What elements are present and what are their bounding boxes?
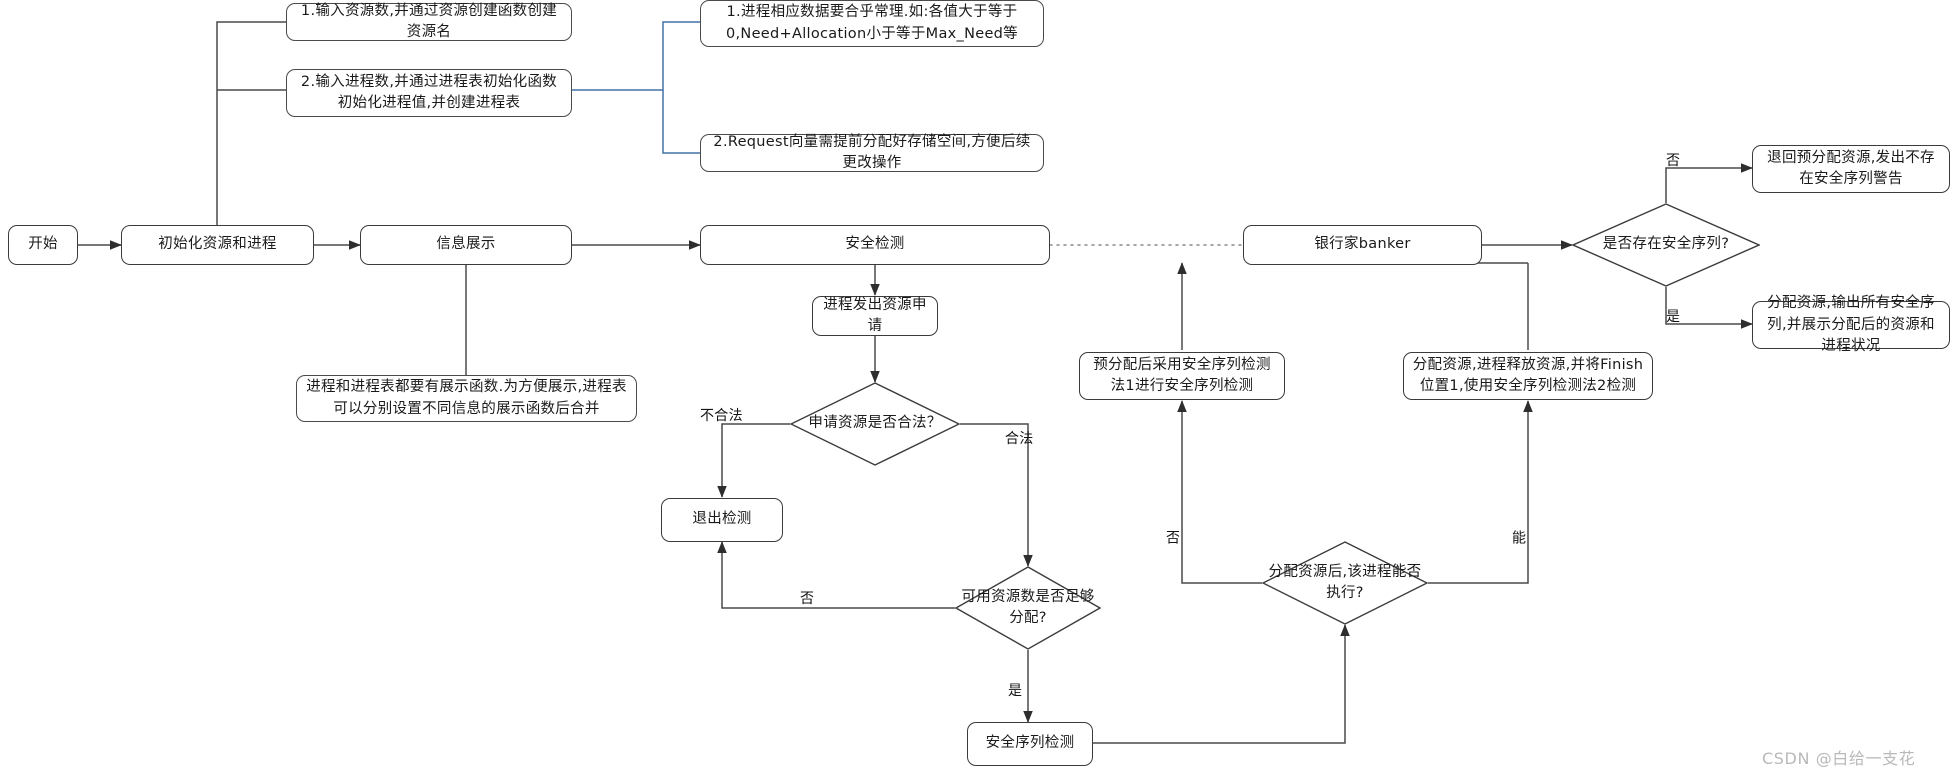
node-alloc-release-method2[interactable]: 分配资源,进程释放资源,并将Finish位置1,使用安全序列检测法2检测 (1403, 352, 1653, 400)
edge-label-not-enough: 否 (800, 591, 815, 607)
node-display-label: 信息展示 (436, 236, 496, 253)
edge-label-no-safe-sequence: 否 (1666, 153, 1681, 169)
node-safe-sequence-check[interactable]: 安全序列检测 (967, 722, 1093, 766)
node-alloc-release-label: 分配资源,进程释放资源,并将Finish位置1,使用安全序列检测法2检测 (1412, 356, 1644, 394)
note-init-input-processes[interactable]: 2.输入进程数,并通过进程表初始化函数初始化进程值,并创建进程表 (286, 69, 572, 117)
note-init-input-resources[interactable]: 1.输入资源数,并通过资源创建函数创建资源名 (286, 3, 572, 41)
edge-label-yes-safe-sequence: 是 (1666, 309, 1681, 325)
decision-enough-resources[interactable]: 可用资源数是否足够分配? (955, 566, 1101, 650)
node-accept-allocate[interactable]: 分配资源,输出所有安全序列,并展示分配后的资源和进程状况 (1752, 295, 1950, 354)
decision-enough-resources-label: 可用资源数是否足够分配? (961, 588, 1095, 626)
node-process-request[interactable]: 进程发出资源申请 (812, 296, 938, 336)
node-request-label: 进程发出资源申请 (823, 296, 927, 334)
note-display-functions[interactable]: 进程和进程表都要有展示函数.为方便展示,进程表可以分别设置不同信息的展示函数后合… (296, 375, 637, 422)
note-proc-1-label: 1.进程相应数据要合乎常理.如:各值大于等于0,Need+Allocation小… (726, 4, 1018, 42)
decision-has-safe-sequence[interactable]: 是否存在安全序列? (1572, 203, 1760, 287)
decision-has-safe-sequence-label: 是否存在安全序列? (1602, 236, 1730, 253)
note-request-vector-prealloc[interactable]: 2.Request向量需提前分配好存储空间,方便后续更改操作 (700, 134, 1044, 172)
node-banker[interactable]: 银行家banker (1243, 225, 1482, 265)
note-display-label: 进程和进程表都要有展示函数.为方便展示,进程表可以分别设置不同信息的展示函数后合… (306, 379, 627, 417)
node-reject-warning[interactable]: 退回预分配资源,发出不存在安全序列警告 (1752, 145, 1950, 193)
node-prealloc-label: 预分配后采用安全序列检测法1进行安全序列检测 (1093, 356, 1271, 394)
node-seq-check-label: 安全序列检测 (985, 735, 1075, 752)
diamond-shape (1572, 203, 1760, 287)
edge-label-enough: 是 (1008, 683, 1023, 699)
csdn-watermark: CSDN @白给一支花 (1762, 749, 1916, 768)
node-start[interactable]: 开始 (8, 225, 78, 265)
node-safety-check-label: 安全检测 (845, 236, 905, 253)
diamond-shape (955, 566, 1101, 650)
node-safety-check[interactable]: 安全检测 (700, 225, 1050, 265)
decision-can-execute[interactable]: 分配资源后,该进程能否执行? (1262, 541, 1428, 625)
node-prealloc-method1[interactable]: 预分配后采用安全序列检测法1进行安全序列检测 (1079, 352, 1285, 400)
node-init-resources-processes[interactable]: 初始化资源和进程 (121, 225, 314, 265)
decision-request-legal[interactable]: 申请资源是否合法？ (790, 382, 960, 466)
node-start-label: 开始 (28, 236, 58, 253)
note-init-2-label: 2.输入进程数,并通过进程表初始化函数初始化进程值,并创建进程表 (300, 73, 558, 111)
decision-request-legal-label: 申请资源是否合法？ (808, 415, 942, 432)
note-proc-2-label: 2.Request向量需提前分配好存储空间,方便后续更改操作 (713, 133, 1031, 171)
edge-label-legal: 合法 (1005, 431, 1034, 447)
node-info-display[interactable]: 信息展示 (360, 225, 572, 265)
note-process-data-sanity[interactable]: 1.进程相应数据要合乎常理.如:各值大于等于0,Need+Allocation小… (700, 0, 1044, 47)
node-exit-check[interactable]: 退出检测 (661, 498, 783, 542)
node-banker-label: 银行家banker (1314, 236, 1411, 253)
diamond-shape (790, 382, 960, 466)
node-init-label: 初始化资源和进程 (158, 236, 277, 253)
edge-label-cannot-execute: 否 (1164, 530, 1180, 544)
edge-label-can-execute: 能 (1510, 530, 1526, 544)
diamond-shape (1262, 541, 1428, 625)
node-accept-label: 分配资源,输出所有安全序列,并展示分配后的资源和进程状况 (1767, 295, 1935, 354)
node-reject-label: 退回预分配资源,发出不存在安全序列警告 (1767, 149, 1935, 187)
decision-can-execute-label: 分配资源后,该进程能否执行? (1268, 563, 1422, 601)
edge-label-illegal: 不合法 (700, 408, 743, 424)
node-exit-check-label: 退出检测 (692, 511, 752, 528)
note-init-1-label: 1.输入资源数,并通过资源创建函数创建资源名 (300, 2, 558, 40)
